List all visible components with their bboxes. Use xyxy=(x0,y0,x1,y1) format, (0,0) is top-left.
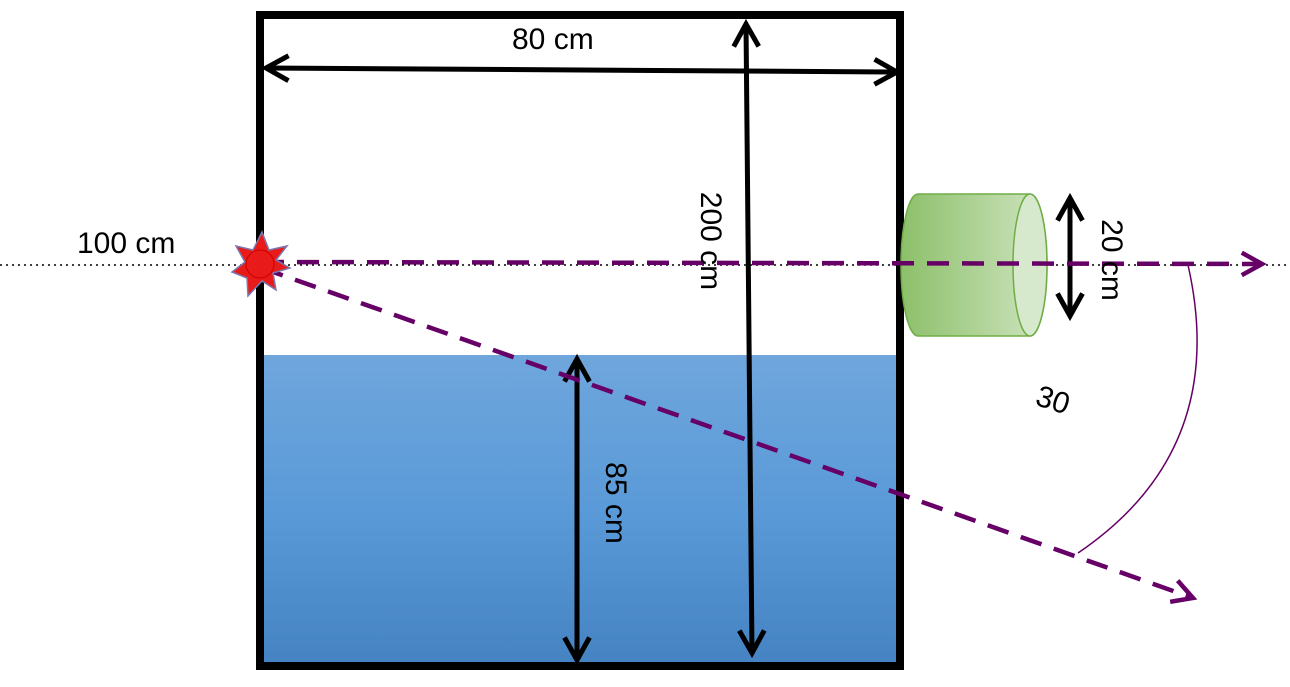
source-distance-label: 100 cm xyxy=(77,227,176,260)
width-arrow xyxy=(266,68,897,72)
angle-arc xyxy=(1077,264,1198,554)
angled-ray xyxy=(261,265,1193,598)
height-arrow xyxy=(746,24,752,653)
detector-size-label: 20 cm xyxy=(1095,219,1128,301)
height-label: 200 cm xyxy=(694,191,727,291)
water-depth-label: 85 cm xyxy=(599,462,632,544)
width-label: 80 cm xyxy=(512,23,594,56)
star-burst-icon xyxy=(230,230,292,298)
tank-outline xyxy=(256,11,904,670)
horizontal-ray xyxy=(261,262,1262,264)
